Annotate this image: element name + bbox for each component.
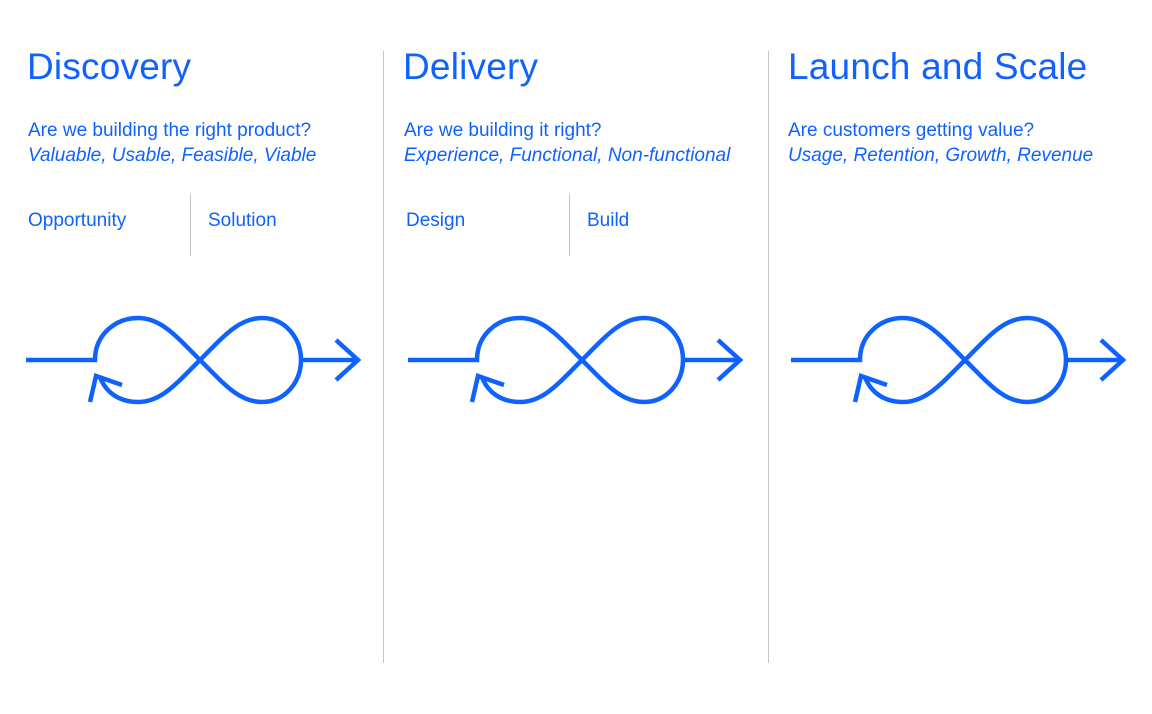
phase-divider bbox=[190, 194, 191, 256]
infinity-loop-arrow-icon bbox=[26, 315, 362, 405]
column-divider bbox=[383, 51, 384, 663]
delivery-criteria: Experience, Functional, Non-functional bbox=[404, 145, 731, 166]
column-divider bbox=[768, 51, 769, 663]
phase-label-design: Design bbox=[406, 210, 466, 231]
infinity-loop-arrow-icon bbox=[408, 315, 744, 405]
discovery-title: Discovery bbox=[27, 46, 192, 87]
discovery-criteria: Valuable, Usable, Feasible, Viable bbox=[28, 145, 317, 166]
launch-and-scale-criteria: Usage, Retention, Growth, Revenue bbox=[788, 145, 1094, 166]
delivery-title: Delivery bbox=[403, 46, 539, 87]
phase-divider bbox=[569, 194, 570, 256]
launch-and-scale-title: Launch and Scale bbox=[788, 46, 1088, 87]
infinity-loop-arrow-icon bbox=[791, 315, 1127, 405]
delivery-question: Are we building it right? bbox=[404, 120, 602, 141]
launch-and-scale-question: Are customers getting value? bbox=[788, 120, 1035, 141]
discovery-question: Are we building the right product? bbox=[28, 120, 312, 141]
phase-label-solution: Solution bbox=[208, 210, 277, 231]
phase-label-build: Build bbox=[587, 210, 630, 231]
phase-label-opportunity: Opportunity bbox=[28, 210, 127, 231]
